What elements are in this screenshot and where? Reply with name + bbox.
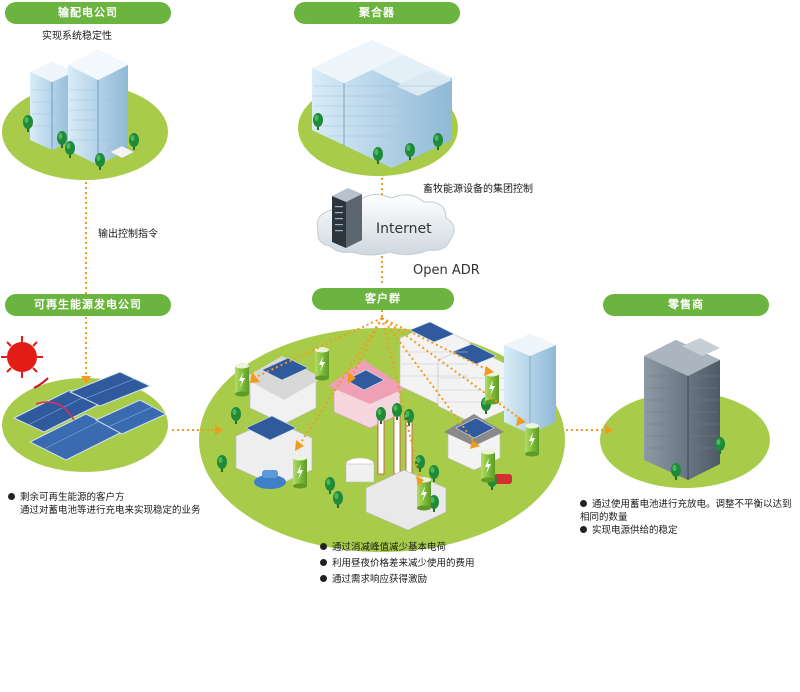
note-retailer-2: 实现电源供给的稳定 bbox=[580, 524, 796, 537]
label-retailer: 零售商 bbox=[603, 294, 769, 316]
note-text: 剩余可再生能源的客户方 bbox=[20, 492, 125, 503]
bullet-icon bbox=[580, 526, 587, 533]
server-icon bbox=[332, 188, 362, 248]
internet-label: Internet bbox=[376, 221, 432, 237]
island-retailer bbox=[600, 338, 770, 488]
label-customer-group: 客户群 bbox=[312, 288, 454, 310]
island-renewable bbox=[1, 336, 168, 472]
arrowheads bbox=[81, 366, 613, 486]
caption-output-control: 输出控制指令 bbox=[98, 229, 158, 240]
open-adr-label: Open ADR bbox=[413, 263, 480, 278]
note-customers-2: 利用昼夜价格差来减少使用的费用 bbox=[320, 557, 560, 570]
note-customers-1: 通过消减峰值减少基本电荷 bbox=[320, 541, 560, 554]
island-transmission bbox=[2, 50, 168, 180]
note-text: 通过消减峰值减少基本电荷 bbox=[332, 542, 447, 553]
note-renewable-2: 通过对蓄电池等进行充电来实现稳定的业务 bbox=[20, 504, 260, 517]
office-tower bbox=[504, 334, 556, 434]
note-text: 通过需求响应获得激励 bbox=[332, 574, 428, 585]
label-transmission-company: 输配电公司 bbox=[5, 2, 171, 24]
note-text: 通过对蓄电池等进行充电来实现稳定的业务 bbox=[20, 505, 201, 516]
bullet-icon bbox=[320, 559, 327, 566]
note-text: 实现电源供给的稳定 bbox=[592, 525, 678, 536]
note-renewable-1: 剩余可再生能源的客户方 bbox=[8, 491, 248, 504]
note-text: 利用昼夜价格差来减少使用的费用 bbox=[332, 558, 475, 569]
caption-system-stability: 实现系统稳定性 bbox=[42, 31, 112, 42]
house-solar bbox=[244, 356, 322, 425]
bullet-icon bbox=[320, 575, 327, 582]
label-renewable-generator: 可再生能源发电公司 bbox=[5, 294, 171, 316]
solar-panels bbox=[12, 371, 168, 461]
connectors bbox=[85, 178, 605, 479]
bullet-icon bbox=[8, 493, 15, 500]
note-customers-3: 通过需求响应获得激励 bbox=[320, 573, 560, 586]
note-text: 通过使用蓄电池进行充放电。调整不平衡以达到相同的数量 bbox=[580, 499, 792, 523]
island-aggregator bbox=[298, 40, 458, 176]
sun-icon bbox=[1, 336, 49, 389]
note-retailer-1: 通过使用蓄电池进行充放电。调整不平衡以达到相同的数量 bbox=[580, 498, 796, 524]
bullet-icon bbox=[580, 500, 587, 507]
internet-cloud-graphic bbox=[316, 188, 455, 256]
label-aggregator: 聚合器 bbox=[294, 2, 460, 24]
island-customers bbox=[199, 321, 565, 552]
bullet-icon bbox=[320, 543, 327, 550]
caption-group-control: 畜牧能源设备的集团控制 bbox=[423, 184, 533, 195]
